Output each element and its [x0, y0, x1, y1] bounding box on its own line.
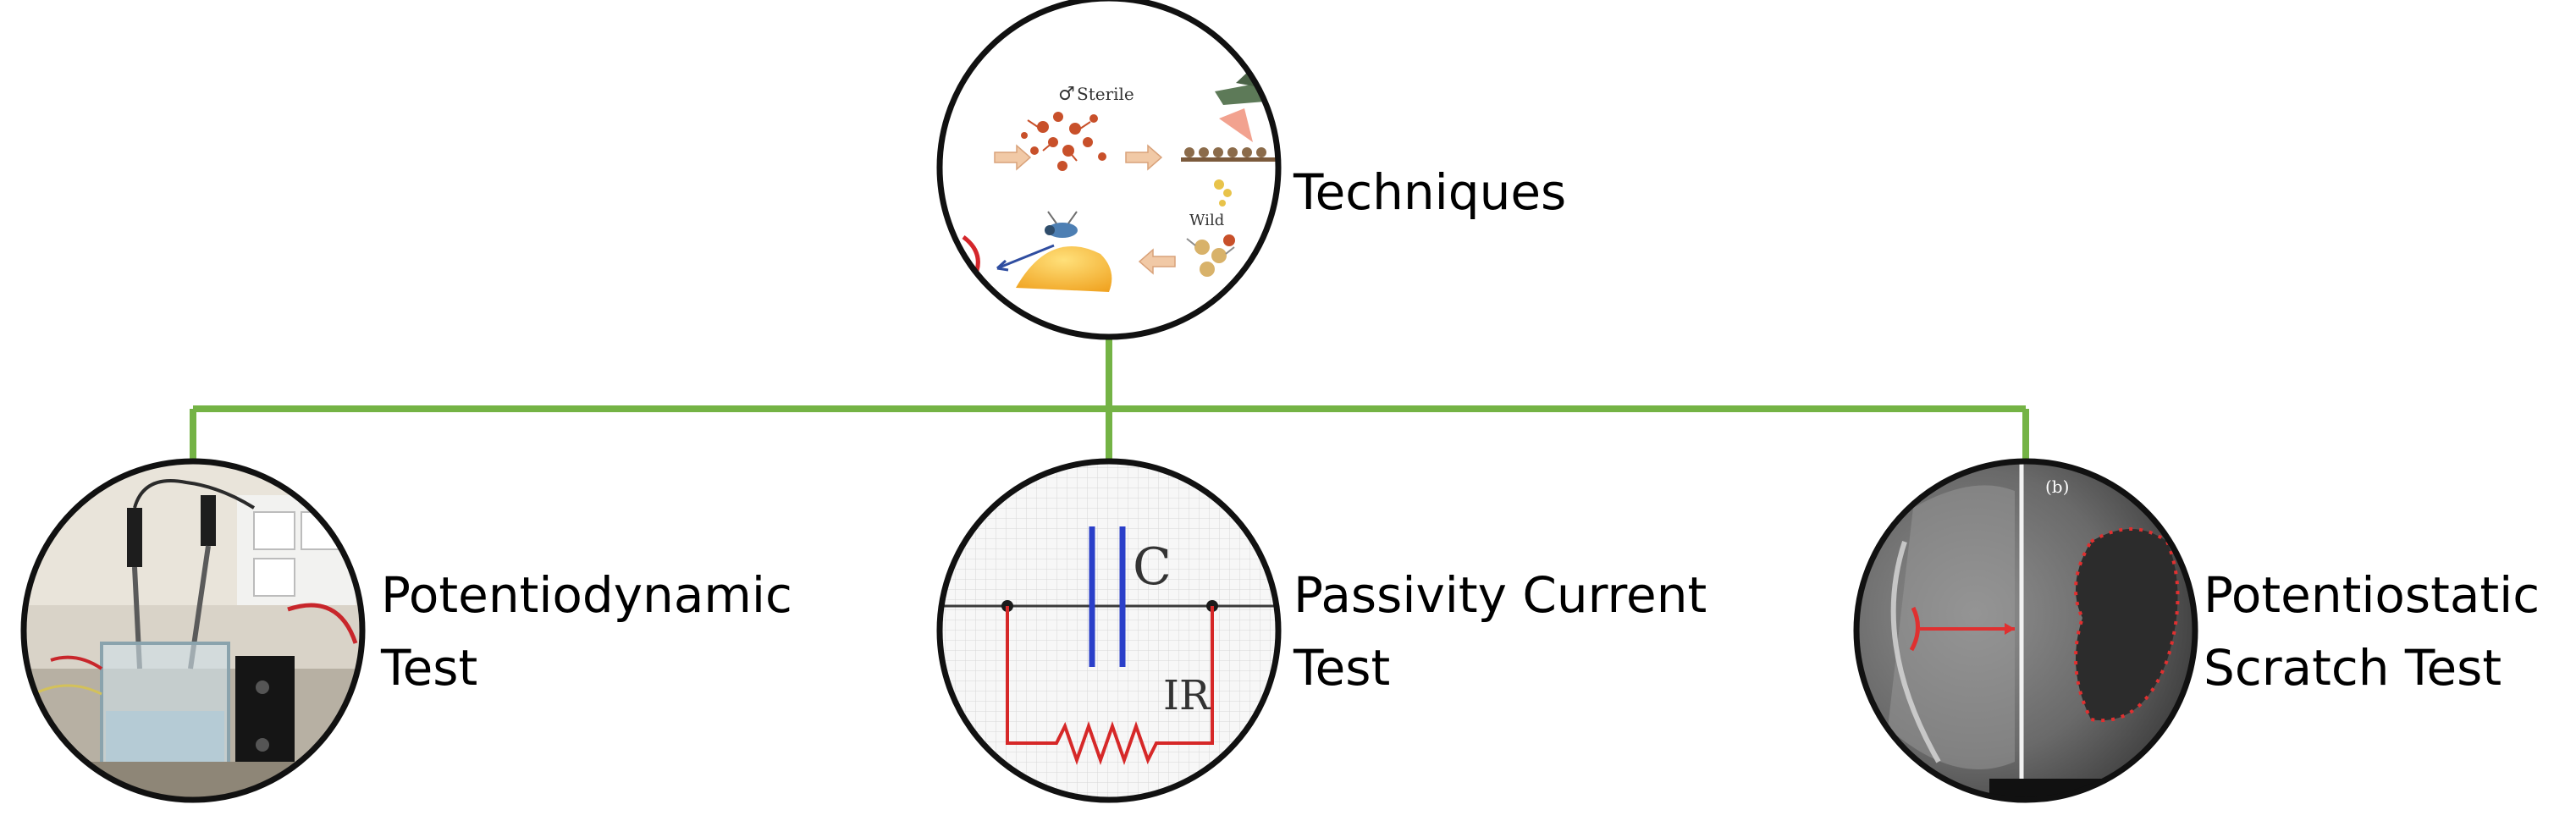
scratch-node-image: (b) [1853, 458, 2198, 803]
scratch-label-line-2: Scratch Test [2204, 639, 2502, 697]
resistor-label: IR [1163, 672, 1211, 719]
flow-arrows [994, 144, 1176, 275]
root-node-image: Sterile ♂ [936, 0, 1282, 340]
potentiodynamic-label-line-1: Potentiodynamic [381, 566, 792, 624]
capacitor-label: C [1133, 537, 1172, 597]
potentiodynamic-node-image [20, 458, 366, 803]
sterile-label: Sterile [1077, 84, 1134, 104]
passivity-node-circle [936, 458, 1282, 803]
wild-label: Wild [1189, 212, 1224, 229]
brown-insect-icon [1230, 282, 1278, 310]
scratch-label-line-1: Potentiostatic [2204, 566, 2540, 624]
capacitor-symbol [1089, 526, 1126, 667]
potentiodynamic-label-line-2: Test [380, 639, 477, 697]
root-node-label: Techniques [1293, 163, 1566, 221]
passivity-label-line-2: Test [1293, 639, 1390, 697]
scratch-node-circle [1853, 458, 2198, 803]
connector-lines [190, 337, 2029, 464]
passivity-node-image: C IR [936, 458, 1282, 803]
root-node-circle [936, 0, 1282, 340]
flower-decoration [1214, 179, 1232, 207]
passivity-label-line-1: Passivity Current [1294, 566, 1707, 624]
svg-text:♂: ♂ [1058, 84, 1075, 105]
corrosion-pit [2076, 529, 2178, 721]
crop-row-icon [1181, 147, 1278, 162]
resistor-symbol [1006, 606, 1214, 766]
scratch-image-label: (b) [2045, 477, 2069, 497]
wild-insects-cluster [1186, 234, 1235, 277]
potentiodynamic-node-circle [20, 458, 366, 803]
hill-with-fly-icon [962, 211, 1112, 292]
